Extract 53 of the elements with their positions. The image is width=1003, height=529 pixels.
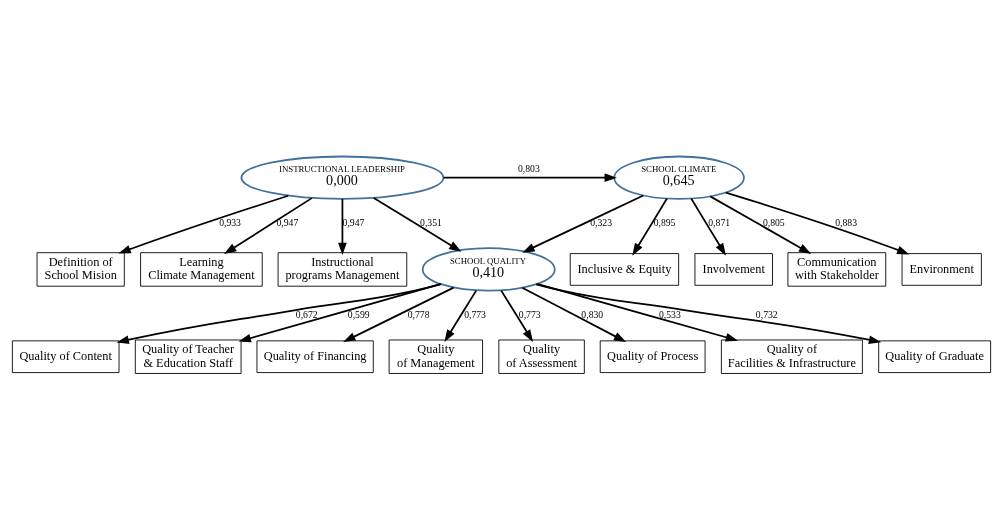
arrow <box>536 282 738 341</box>
edge-label: 0,672 <box>295 308 318 320</box>
node-box: Quality of Graduate <box>878 339 992 373</box>
node-box: Environment <box>901 252 982 286</box>
node-box: Quality of Facilities & Infrastructure <box>720 339 863 374</box>
edge-label: 0,871 <box>708 216 731 228</box>
arrow <box>238 282 442 342</box>
arrow <box>444 289 478 342</box>
node-box: Quality of Assessment <box>498 339 585 374</box>
edge-label: 0,933 <box>219 216 241 228</box>
edge-label: 0,895 <box>653 216 676 228</box>
edge-label: 0,778 <box>407 308 430 320</box>
node-box: Communication with Stakeholder <box>787 251 887 287</box>
arrow <box>343 286 455 342</box>
node-box: Inclusive & Equity <box>569 252 680 286</box>
node-ellipse: SCHOOL CLIMATE 0,645 <box>613 155 745 200</box>
node-box: Quality of Content <box>11 339 120 373</box>
node-box: Quality of Financing <box>256 339 374 373</box>
node-ellipse: INSTRUCTIONAL LEADERSHIP 0,000 <box>240 155 445 200</box>
node-box: Involvement <box>694 252 773 286</box>
edge-label: 0,947 <box>276 216 299 228</box>
edge-label: 0,883 <box>835 216 857 228</box>
node-box: Instructional programs Management <box>277 251 408 287</box>
edge-label: 0,599 <box>347 308 370 320</box>
edge-label: 0,805 <box>762 216 785 228</box>
node-box: Quality of Process <box>599 339 706 373</box>
arrow <box>500 289 534 342</box>
edge-label: 0,773 <box>518 308 541 320</box>
edge-label: 0,351 <box>420 216 442 228</box>
arrow <box>442 172 617 182</box>
arrow <box>709 195 812 254</box>
arrow <box>522 194 645 253</box>
edge-label: 0,533 <box>658 308 681 320</box>
arrow <box>372 196 462 252</box>
node-box: Definition of School Mision <box>36 251 125 287</box>
edge-label: 0,947 <box>342 216 365 228</box>
arrow <box>632 197 668 256</box>
node-box: Quality of Management <box>388 339 483 374</box>
arrow <box>521 286 627 342</box>
arrow <box>535 282 882 344</box>
arrow <box>338 197 347 255</box>
edge-label: 0,773 <box>464 308 486 320</box>
node-box: Quality of Teacher & Education Staff <box>134 339 242 374</box>
node-box: Learning Climate Management <box>140 251 263 287</box>
edge-label: 0,803 <box>517 162 540 174</box>
arrow <box>690 197 726 256</box>
arrow <box>724 191 910 255</box>
node-ellipse: SCHOOL QUALITY 0,410 <box>421 246 556 292</box>
edge-label: 0,830 <box>581 308 604 320</box>
arrow <box>118 194 290 254</box>
arrow <box>224 196 313 254</box>
arrow <box>116 282 442 344</box>
edge-label: 0,732 <box>755 308 778 320</box>
